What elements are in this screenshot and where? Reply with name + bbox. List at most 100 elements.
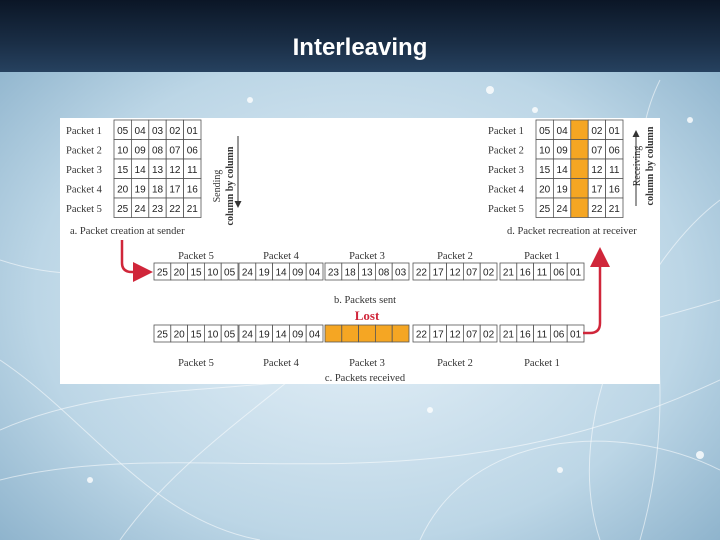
receiver-cell-value: 05 — [539, 126, 551, 137]
received-caption: c. Packets received — [325, 373, 406, 384]
sender-cell-value: 13 — [152, 165, 164, 176]
sender-cell-value: 04 — [135, 126, 147, 137]
sender-cell-value: 06 — [187, 146, 199, 157]
received-cell-value: 06 — [553, 330, 565, 341]
sender-cell-value: 23 — [152, 204, 164, 215]
receiver-cell-value: 02 — [591, 126, 603, 137]
receiver-lost-cell — [570, 158, 589, 179]
sent-cell — [391, 262, 410, 281]
sent-cell-value: 04 — [309, 268, 321, 279]
sent-packet-label: Packet 1 — [524, 251, 560, 262]
received-packet-label: Packet 2 — [437, 358, 473, 369]
receiver-cell — [605, 197, 624, 218]
sent-cell-value: 15 — [190, 268, 202, 279]
sender-cell-value: 21 — [187, 204, 199, 215]
received-lost-cell — [374, 324, 393, 343]
sent-cell-value: 06 — [553, 268, 565, 279]
receiver-cell-value: 10 — [539, 146, 551, 157]
sender-caption: a. Packet creation at sender — [70, 226, 185, 237]
received-lost-cell — [358, 324, 376, 343]
sender-cell-value: 02 — [169, 126, 181, 137]
sent-cell — [220, 262, 239, 281]
sent-cell-value: 22 — [416, 268, 428, 279]
slide-title: Interleaving — [292, 34, 428, 61]
received-cell-value: 16 — [520, 330, 532, 341]
sender-row-label: Packet 5 — [66, 204, 102, 215]
receiver-side-label-2: column by column — [645, 126, 656, 205]
receiver-cell-value: 11 — [609, 165, 620, 176]
sender-row-label: Packet 3 — [66, 165, 102, 176]
sender-cell-value: 19 — [135, 185, 147, 196]
sent-cell — [305, 262, 324, 281]
receiver-cell-value: 22 — [591, 204, 603, 215]
receiver-row-label: Packet 2 — [488, 146, 524, 157]
received-cell-value: 19 — [259, 330, 271, 341]
sender-cell-value: 03 — [152, 126, 164, 137]
title-bar — [0, 0, 720, 72]
sent-cell-value: 02 — [483, 268, 495, 279]
receiver-lost-cell — [570, 178, 589, 199]
sent-packet-label: Packet 5 — [178, 251, 214, 262]
sent-cell-value: 09 — [292, 268, 304, 279]
received-cell — [305, 324, 324, 343]
sender-side-label-1: Sending — [212, 170, 223, 203]
sender-cell-value: 17 — [169, 185, 181, 196]
sender-to-sent-arrow — [120, 240, 153, 282]
received-cell-value: 14 — [275, 330, 287, 341]
receiver-cell-value: 15 — [539, 165, 551, 176]
received-lost-cell — [391, 324, 410, 343]
received-cell — [220, 324, 239, 343]
sent-cell-value: 14 — [275, 268, 287, 279]
received-lost-cell — [324, 324, 343, 343]
received-cell-value: 25 — [157, 330, 169, 341]
receiver-side-label: Receiving column by column — [632, 126, 656, 205]
sender-cell — [183, 197, 202, 218]
receiver-cell-value: 16 — [609, 185, 621, 196]
sender-cell-value: 11 — [187, 165, 198, 176]
sender-cell-value: 22 — [169, 204, 181, 215]
received-cell-value: 07 — [466, 330, 478, 341]
sent-cell-value: 05 — [224, 268, 236, 279]
receiver-cell-value: 21 — [609, 204, 621, 215]
receiver-cell-value: 01 — [609, 126, 621, 137]
sent-cell-value: 16 — [520, 268, 532, 279]
receiver-cell-value: 14 — [557, 165, 569, 176]
sender-cell-value: 24 — [135, 204, 147, 215]
sent-cell — [479, 262, 498, 281]
received-cell-value: 22 — [416, 330, 428, 341]
sender-row-label: Packet 2 — [66, 146, 102, 157]
sent-cell-value: 13 — [361, 268, 373, 279]
receiver-cell-value: 19 — [557, 185, 569, 196]
sender-cell-value: 16 — [187, 185, 199, 196]
receiver-cell-value: 12 — [591, 165, 603, 176]
received-cell-value: 10 — [207, 330, 219, 341]
sent-packet-label: Packet 4 — [263, 251, 300, 262]
received-cell — [479, 324, 498, 343]
sent-caption: b. Packets sent — [334, 295, 396, 306]
sent-cell-value: 20 — [174, 268, 186, 279]
sender-cell-value: 12 — [169, 165, 181, 176]
received-cell-value: 05 — [224, 330, 236, 341]
sent-cell-value: 10 — [207, 268, 219, 279]
sent-cell-value: 21 — [503, 268, 515, 279]
sent-cell-value: 18 — [345, 268, 357, 279]
received-cell-value: 01 — [570, 330, 582, 341]
receiver-side-label-1: Receiving — [632, 146, 643, 187]
received-cell-value: 24 — [242, 330, 254, 341]
sent-cell-value: 17 — [433, 268, 445, 279]
sent-cell-value: 01 — [570, 268, 582, 279]
received-cell-value: 15 — [190, 330, 202, 341]
receiver-lost-cell — [570, 119, 589, 140]
sent-cell-value: 07 — [466, 268, 478, 279]
receiver-row-label: Packet 3 — [488, 165, 524, 176]
receiver-cell-value: 24 — [557, 204, 569, 215]
sent-cell — [566, 262, 585, 281]
receiver-cell-value: 17 — [591, 185, 603, 196]
receiver-row-label: Packet 5 — [488, 204, 524, 215]
